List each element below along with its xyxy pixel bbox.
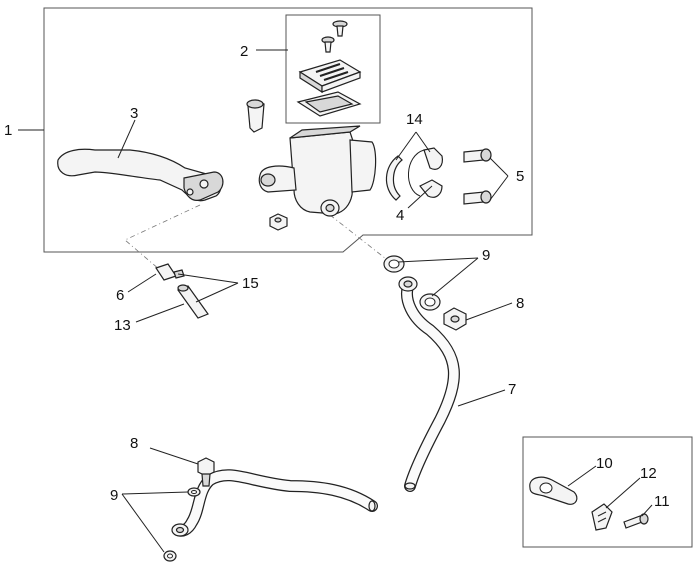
callout-9-top: 9 (482, 247, 490, 264)
sealing-washer-icon (383, 255, 405, 273)
assembly-line-lever (124, 204, 201, 271)
callout-14: 14 (406, 111, 423, 128)
clamp-screw-icon (463, 190, 492, 205)
sealing-washer-icon (419, 293, 441, 311)
push-rod-icon (155, 263, 185, 281)
clamp-screw-icon (463, 148, 492, 163)
callout-8-left: 8 (130, 435, 138, 452)
mirror-clamp-icon (385, 147, 443, 201)
callout-13: 13 (114, 317, 131, 334)
callout-11: 11 (654, 493, 670, 510)
reservoir-cap-icon (298, 59, 362, 94)
brake-hose-icon (172, 280, 460, 537)
reservoir-diaphragm-icon (296, 91, 362, 117)
callout-7: 7 (508, 381, 516, 398)
banjo-fitting-icon (398, 276, 418, 292)
callout-9-left: 9 (110, 487, 118, 504)
callout-4: 4 (396, 207, 404, 224)
banjo-bolt-icon (197, 457, 215, 487)
hose-clip-icon (529, 476, 578, 505)
sealing-washer-icon (187, 487, 201, 497)
assembly-line-hose (329, 214, 391, 263)
callout-6: 6 (116, 287, 124, 304)
callout-15: 15 (242, 275, 259, 292)
callout-2: 2 (240, 43, 248, 60)
master-cylinder-body-icon (258, 125, 377, 217)
callout-8-right: 8 (516, 295, 524, 312)
cable-clip-icon (591, 503, 613, 531)
push-rod-pin-icon (177, 284, 209, 319)
banjo-bolt-icon (443, 307, 467, 331)
small-screw-icon (623, 513, 649, 529)
brake-lever-icon (57, 148, 224, 202)
accessory-kit-frame (522, 436, 693, 548)
callout-5: 5 (516, 168, 524, 185)
sealing-washer-icon (163, 550, 177, 562)
reservoir-screw-icon (321, 36, 335, 53)
callout-10: 10 (596, 455, 613, 472)
pivot-bolt-icon (246, 99, 265, 133)
reservoir-screw-icon (332, 20, 348, 37)
leader-lines (18, 49, 653, 553)
lower-banjo-fitting-icon (171, 523, 189, 537)
lower-nut-icon (269, 213, 288, 231)
callout-1: 1 (4, 122, 12, 139)
callout-12: 12 (640, 465, 657, 482)
callout-3: 3 (130, 105, 138, 122)
main-assembly-frame (43, 7, 533, 253)
reservoir-kit-frame (285, 14, 381, 124)
